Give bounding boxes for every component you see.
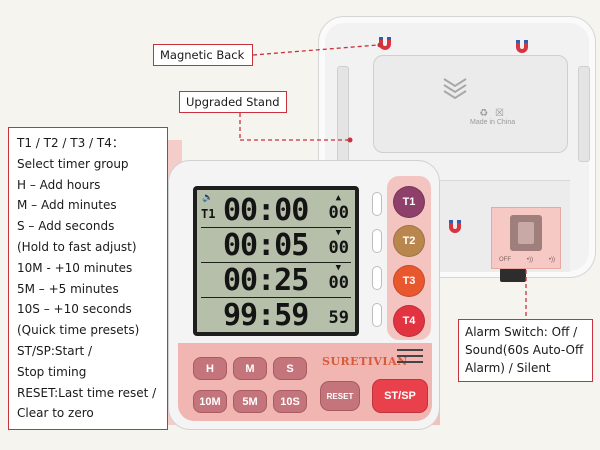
lcd-time: 00:00 bbox=[223, 193, 309, 228]
switch-label-sound: •)) bbox=[526, 257, 533, 263]
reset-button[interactable]: RESET bbox=[320, 381, 360, 411]
legend-line: M – Add minutes bbox=[17, 198, 117, 213]
magnet-icon bbox=[516, 40, 528, 53]
magnetic-back-callout: Magnetic Back bbox=[153, 44, 253, 66]
hours-button[interactable]: H bbox=[193, 357, 227, 380]
timer-indicator bbox=[372, 266, 382, 290]
brand-logo: SURETIVIAN bbox=[322, 355, 408, 368]
lcd-timer-tag: T1 bbox=[201, 207, 216, 221]
legend-line: 5M – +5 minutes bbox=[17, 281, 119, 296]
lcd-time: 00:25 bbox=[223, 263, 309, 298]
lcd-row-3: 00:25 ▼ 00 bbox=[201, 263, 351, 298]
lcd-seconds: 59 bbox=[328, 308, 349, 328]
timer-indicator bbox=[372, 192, 382, 216]
lcd-time: 99:59 bbox=[223, 298, 309, 333]
count-up-icon: ▲ bbox=[335, 193, 341, 203]
lcd-time: 00:05 bbox=[223, 228, 309, 263]
start-stop-button[interactable]: ST/SP bbox=[372, 379, 428, 413]
switch-label-silent: •)) bbox=[548, 257, 555, 263]
chevron-down-icon bbox=[443, 78, 467, 100]
ten-seconds-button[interactable]: 10S bbox=[273, 390, 307, 413]
timer-indicator bbox=[372, 229, 382, 253]
legend-line: ST/SP:Start / bbox=[17, 343, 93, 358]
switch-label-off: OFF bbox=[499, 257, 511, 263]
lcd-display: 🔈 T1 00:00 ▲ 00 00:05 ▼ 00 00:25 ▼ 00 99… bbox=[193, 186, 359, 336]
legend-line: 10S – +10 seconds bbox=[17, 302, 132, 317]
certification-marks: ♻ ☒ Made in China bbox=[470, 108, 515, 126]
made-in-label: Made in China bbox=[470, 119, 516, 126]
lcd-seconds: 00 bbox=[328, 203, 349, 223]
seconds-button[interactable]: S bbox=[273, 357, 307, 380]
legend-line: Clear to zero bbox=[17, 406, 94, 421]
legend-line: T1 / T2 / T3 / T4： bbox=[17, 136, 124, 150]
upgraded-stand-callout: Upgraded Stand bbox=[179, 91, 287, 113]
stand-foot bbox=[500, 268, 526, 282]
alarm-switch-knob[interactable] bbox=[518, 222, 534, 244]
lcd-seconds: 00 bbox=[328, 273, 349, 293]
legend-line: S – Add seconds bbox=[17, 219, 115, 234]
magnet-icon bbox=[449, 220, 461, 233]
legend-line: Stop timing bbox=[17, 364, 87, 379]
t1-button[interactable]: T1 bbox=[393, 186, 425, 218]
legend-line: RESET:Last time reset / bbox=[17, 385, 157, 400]
speaker-grille bbox=[397, 349, 423, 367]
legend-line: Select timer group bbox=[17, 156, 129, 171]
lcd-row-1: 🔈 T1 00:00 ▲ 00 bbox=[201, 193, 351, 228]
legend-line: (Quick time presets) bbox=[17, 323, 140, 338]
recycle-icon: ♻ ☒ bbox=[479, 108, 506, 119]
legend-line: 10M - +10 minutes bbox=[17, 260, 133, 275]
count-down-icon: ▼ bbox=[335, 228, 341, 238]
battery-door bbox=[373, 55, 568, 153]
t4-button[interactable]: T4 bbox=[393, 305, 425, 337]
minutes-button[interactable]: M bbox=[233, 357, 267, 380]
speaker-icon: 🔈 bbox=[202, 193, 214, 203]
t3-button[interactable]: T3 bbox=[393, 265, 425, 297]
lcd-row-2: 00:05 ▼ 00 bbox=[201, 228, 351, 263]
timer-indicator bbox=[372, 303, 382, 327]
stand-hinge-right bbox=[578, 66, 590, 162]
t2-button[interactable]: T2 bbox=[393, 225, 425, 257]
lcd-row-4: 99:59 59 bbox=[201, 298, 351, 333]
alarm-switch-callout: Alarm Switch: Off / Sound(60s Auto-Off A… bbox=[458, 319, 593, 382]
count-down-icon: ▼ bbox=[335, 263, 341, 273]
lcd-seconds: 00 bbox=[328, 238, 349, 258]
button-legend: T1 / T2 / T3 / T4： Select timer group H … bbox=[8, 127, 168, 430]
legend-line: (Hold to fast adjust) bbox=[17, 239, 137, 254]
magnet-icon bbox=[379, 37, 391, 50]
legend-line: H – Add hours bbox=[17, 177, 101, 192]
ten-minutes-button[interactable]: 10M bbox=[193, 390, 227, 413]
five-minutes-button[interactable]: 5M bbox=[233, 390, 267, 413]
alarm-switch-labels: OFF •)) •)) bbox=[499, 257, 555, 263]
